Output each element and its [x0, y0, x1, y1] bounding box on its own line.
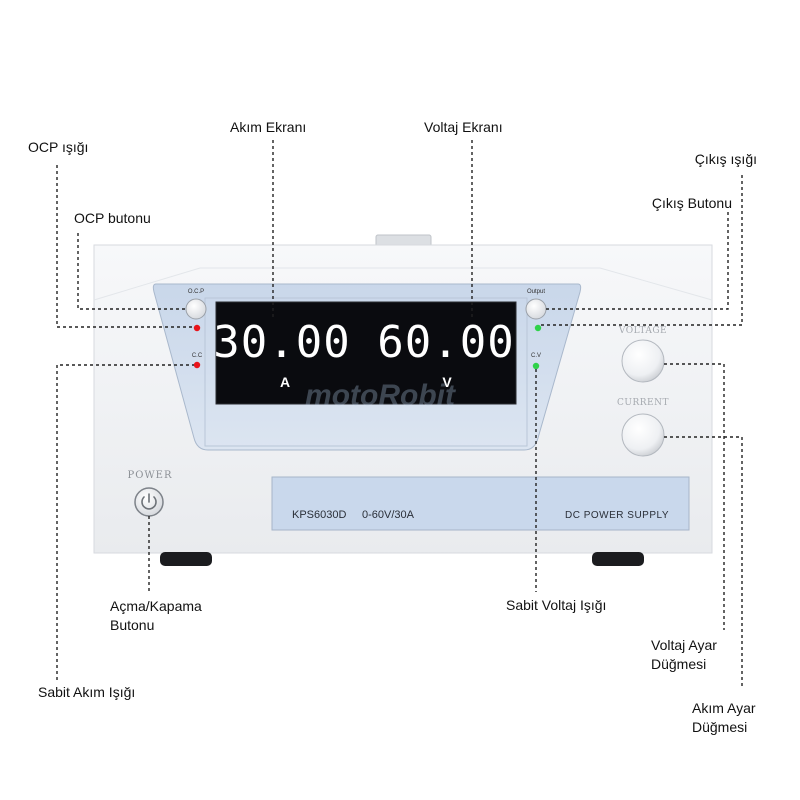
voltage-unit-label: V [442, 374, 452, 390]
cv-led [532, 362, 540, 370]
power-icon [141, 493, 157, 510]
output-button[interactable] [525, 298, 547, 320]
callout-current-knob: Akım Ayar Düğmesi [692, 699, 756, 737]
power-label: POWER [127, 470, 172, 481]
callout-cc-light: Sabit Akım Işığı [38, 684, 136, 700]
output-light-line [540, 175, 743, 326]
voltage-knob-line [664, 363, 725, 630]
ocp-button[interactable] [185, 298, 207, 320]
current-unit-label: A [280, 374, 290, 390]
current-knob[interactable] [621, 413, 665, 457]
voltage-knob-label: VOLTAGE [618, 326, 667, 336]
current-display-digits: 30.00 [213, 317, 350, 368]
ocp-button-label: O.C.P [188, 289, 204, 295]
callout-voltage-knob-line2: Düğmesi [651, 656, 707, 672]
voltage-knob[interactable] [621, 339, 665, 383]
callout-voltage-display: Voltaj Ekranı [424, 119, 503, 135]
foot-right [592, 552, 644, 566]
current-knob-line [664, 436, 743, 688]
product-type: DC POWER SUPPLY [565, 510, 669, 521]
model-range: 0-60V/30A [362, 509, 415, 521]
current-knob-label: CURRENT [617, 398, 669, 408]
callout-ocp-light: OCP ışığı [28, 139, 89, 155]
cc-light-line [56, 364, 194, 680]
body-bevel [93, 267, 713, 301]
voltage-display-digits: 60.00 [377, 317, 514, 368]
callout-power-button-line1: Açma/Kapama [110, 598, 202, 614]
cc-led [193, 361, 201, 369]
callout-output-button: Çıkış Butonu [651, 195, 732, 211]
callout-voltage-knob: Voltaj Ayar Düğmesi [651, 636, 717, 674]
callout-cv-light: Sabit Voltaj Işığı [506, 597, 607, 613]
callout-power-button: Açma/Kapama Butonu [110, 597, 202, 635]
ocp-light-line [56, 165, 194, 328]
callout-output-light: Çıkış ışığı [694, 151, 757, 167]
ocp-led [193, 324, 201, 332]
output-led [534, 324, 542, 332]
model-plate [271, 476, 690, 531]
callout-power-button-line2: Butonu [110, 617, 155, 633]
callout-current-knob-line1: Akım Ayar [692, 700, 756, 716]
model-name: KPS6030D [292, 509, 346, 521]
callout-voltage-knob-line1: Voltaj Ayar [651, 637, 717, 653]
callout-current-knob-line2: Düğmesi [692, 719, 748, 735]
panel-frame [204, 297, 528, 447]
output-button-line [546, 212, 729, 310]
callout-ocp-button: OCP butonu [74, 210, 151, 226]
cc-label: C.C [192, 353, 203, 359]
display-screen [215, 301, 517, 405]
cv-label: C.V [531, 353, 541, 359]
callout-current-display: Akım Ekranı [230, 119, 307, 135]
output-button-label: Output [527, 289, 545, 295]
callout-lines [56, 140, 743, 688]
watermark: motoRobit [305, 379, 457, 412]
ocp-button-line [77, 233, 186, 310]
foot-left [160, 552, 212, 566]
